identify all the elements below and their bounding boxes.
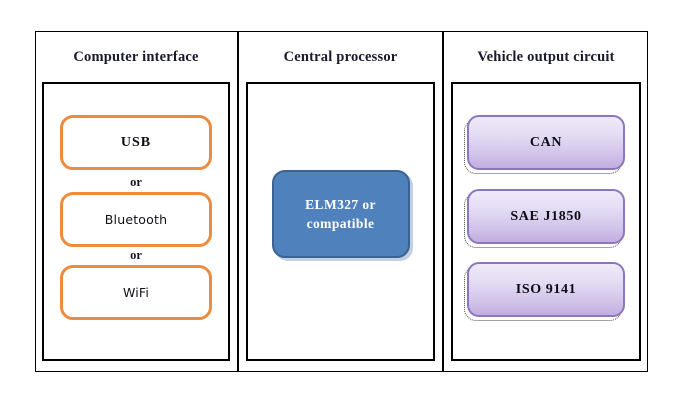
column-title-vehicle-output-circuit: Vehicle output circuit [477, 49, 615, 65]
column-title-central-processor: Central processor [283, 49, 398, 65]
column-title-computer-interface: Computer interface [73, 49, 199, 65]
node-label-usb: USB [120, 134, 152, 150]
node-can[interactable]: CAN [467, 115, 625, 170]
column-computer-interface: Computer interface USB or Bluetooth or W… [35, 31, 238, 372]
node-bluetooth[interactable]: Bluetooth [60, 192, 212, 247]
node-usb[interactable]: USB [60, 115, 212, 170]
node-sae-j1850-wrap: SAE J1850 [464, 189, 625, 248]
column-central-processor: Central processor ELM327 or compatible [238, 31, 443, 372]
node-sae-j1850[interactable]: SAE J1850 [467, 189, 625, 244]
inner-box-central-processor: ELM327 or compatible [246, 82, 435, 361]
node-wifi[interactable]: WiFi [60, 265, 212, 320]
node-iso-9141[interactable]: ISO 9141 [467, 262, 625, 317]
node-label-can: CAN [529, 134, 563, 150]
node-can-wrap: CAN [464, 115, 625, 174]
node-elm327[interactable]: ELM327 or compatible [271, 170, 410, 258]
connector-or-1: or [130, 175, 142, 189]
node-label-elm327-line2: compatible [306, 216, 375, 231]
node-label-wifi: WiFi [122, 285, 150, 300]
inner-box-vehicle-output-circuit: CAN SAE J1850 ISO 9141 [451, 82, 641, 361]
connector-or-2: or [130, 248, 142, 262]
node-label-sae-j1850: SAE J1850 [510, 208, 582, 224]
inner-box-computer-interface: USB or Bluetooth or WiFi [42, 82, 230, 361]
node-label-iso-9141: ISO 9141 [515, 281, 577, 297]
node-iso-9141-wrap: ISO 9141 [464, 262, 625, 321]
column-vehicle-output-circuit: Vehicle output circuit CAN SAE J1850 ISO… [443, 31, 648, 372]
node-label-bluetooth: Bluetooth [104, 212, 168, 227]
node-label-elm327-line1: ELM327 or [305, 197, 376, 212]
